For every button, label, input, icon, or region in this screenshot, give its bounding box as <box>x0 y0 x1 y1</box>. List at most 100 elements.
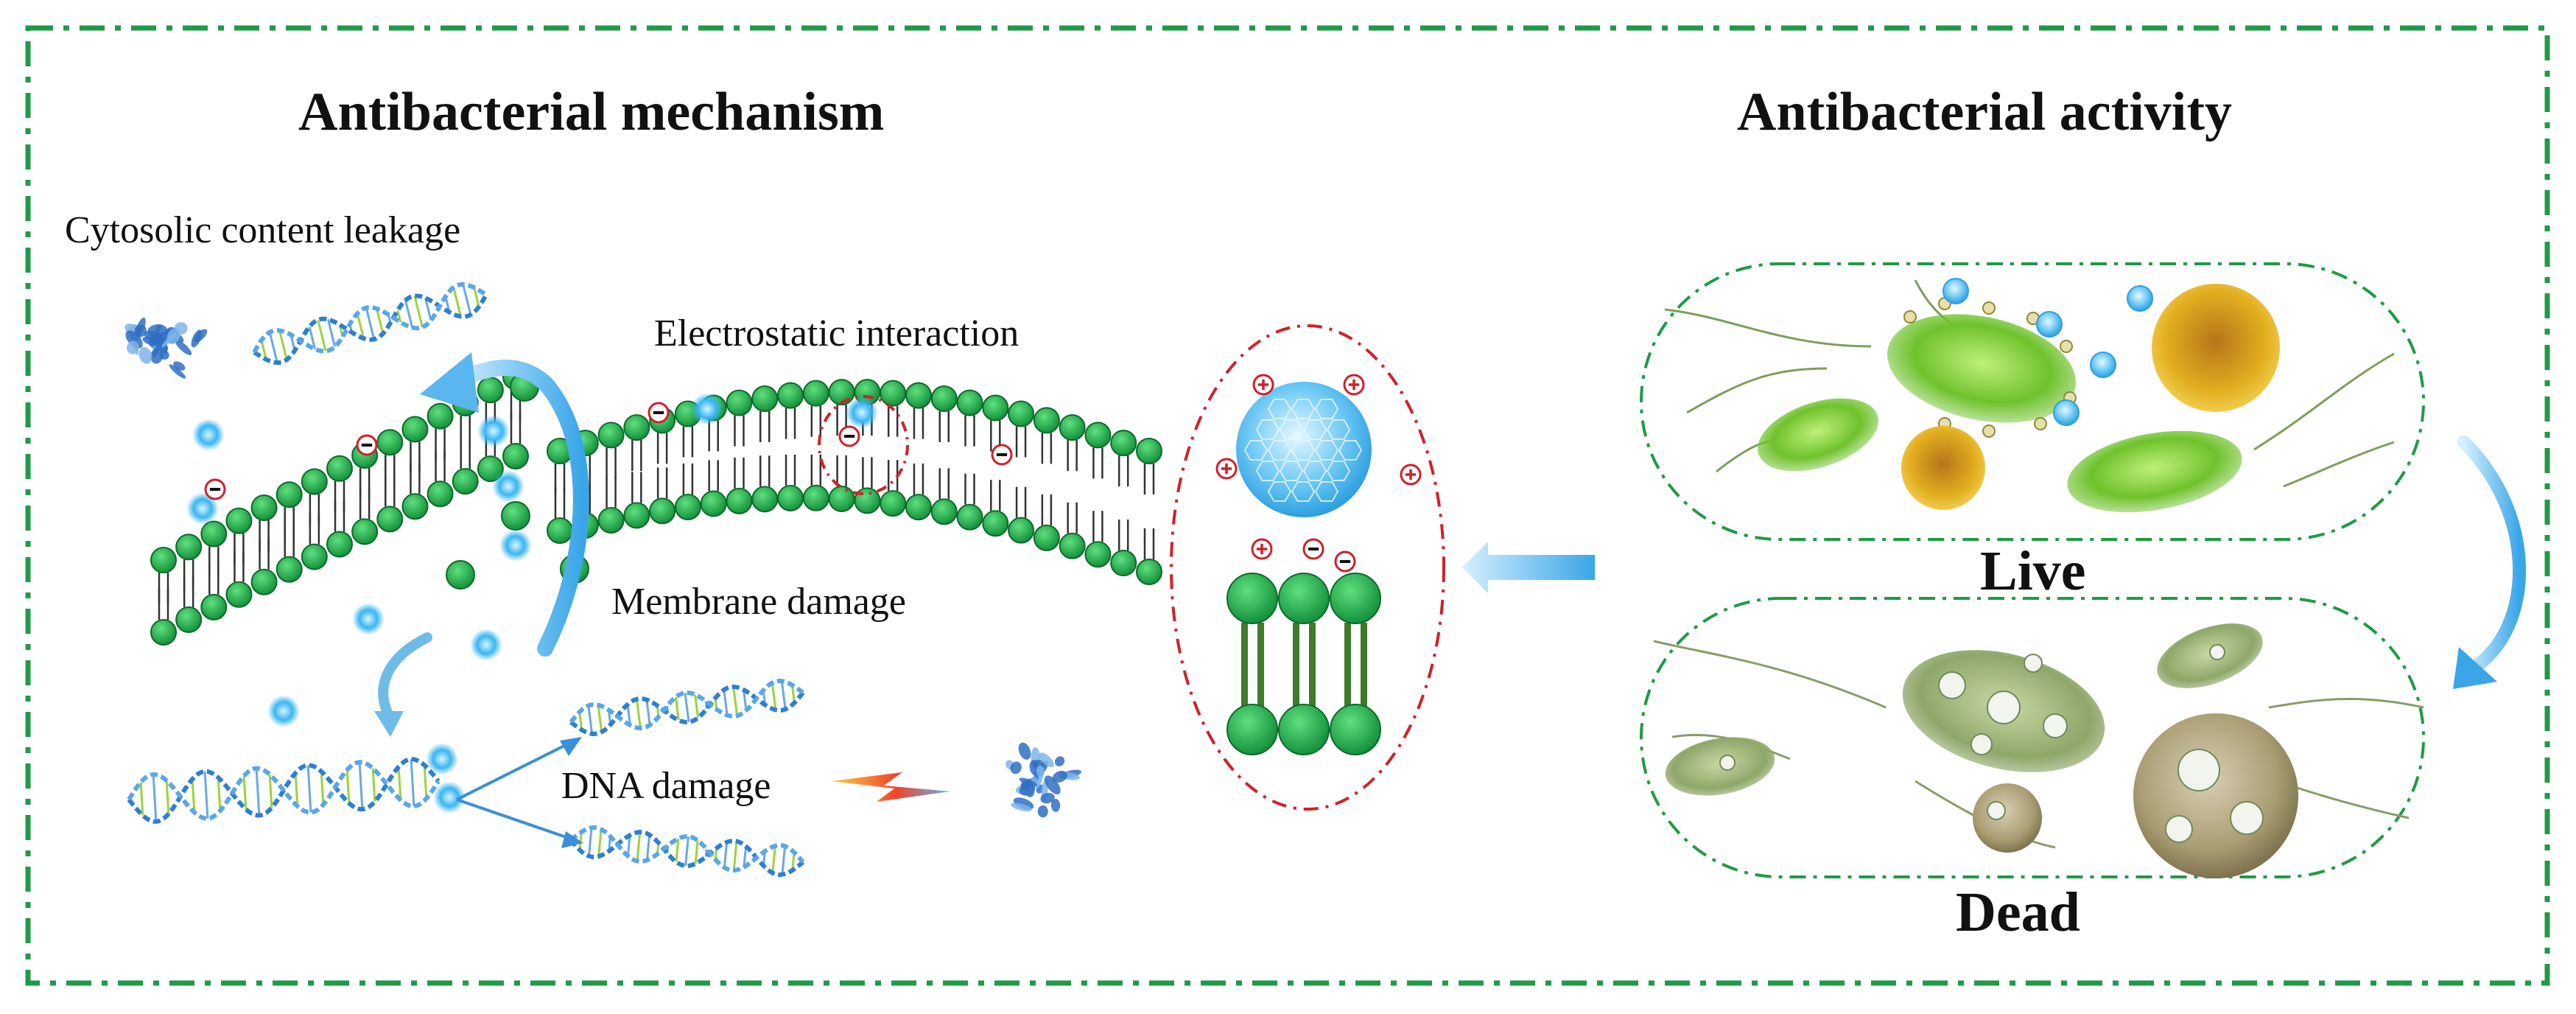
left-panel-title: Antibacterial mechanism <box>298 81 884 144</box>
base-pair <box>321 772 323 805</box>
lipid-head <box>1060 534 1085 559</box>
lipid-head <box>880 381 905 406</box>
base-pair <box>218 777 220 811</box>
lipid-head <box>983 396 1008 421</box>
lipid-head <box>252 570 277 595</box>
zoom-lipid-head <box>1330 573 1380 623</box>
base-pair <box>647 835 649 860</box>
split-arrow-upper <box>457 741 575 800</box>
damaged-gold-nanoparticle-small <box>1973 783 2042 853</box>
dna-fragment-lower <box>571 828 803 875</box>
lipid-head <box>277 482 302 507</box>
lipid-head <box>1008 518 1033 543</box>
lipid-head <box>302 545 327 570</box>
adsorbed-particle <box>2060 340 2072 352</box>
lipid-head <box>599 508 624 533</box>
base-pair <box>724 842 726 867</box>
zoom-lipid-tail <box>1241 623 1248 715</box>
dna-strand <box>129 762 438 818</box>
zoom-lipid-head <box>1330 704 1380 755</box>
flagellum <box>2269 699 2424 707</box>
base-pair <box>734 687 737 716</box>
lipid-head <box>599 422 624 447</box>
membrane-pore <box>2210 645 2225 660</box>
lipid-head <box>906 383 931 408</box>
lipid-head <box>478 377 503 402</box>
membrane-pore <box>2231 802 2263 834</box>
cation <box>691 393 723 425</box>
curved-down-arrow <box>383 637 427 718</box>
cation <box>267 695 300 727</box>
protein-coil <box>1053 755 1067 769</box>
lipid-head <box>829 380 854 405</box>
base-pair <box>636 699 640 728</box>
label-live: Live <box>1980 539 2086 604</box>
lipid-head <box>226 508 251 534</box>
lipid-head <box>277 557 302 582</box>
lipid-head <box>1008 402 1033 427</box>
base-pair <box>599 829 602 856</box>
lipid-head <box>151 548 176 573</box>
base-pair <box>782 846 785 874</box>
right-panel-title: Antibacterial activity <box>1737 81 2232 144</box>
leakage-arrowhead <box>420 352 479 413</box>
lipid-head <box>932 499 957 524</box>
live-bacteria <box>1665 279 2394 525</box>
base-pair <box>359 762 362 809</box>
lipid-head <box>302 469 327 494</box>
adsorbed-particle <box>1983 302 1995 314</box>
base-pair <box>734 842 737 870</box>
membrane-pore <box>1939 672 1965 699</box>
base-pair <box>270 332 277 363</box>
dna-strand <box>254 284 486 352</box>
dna-intact <box>129 759 438 822</box>
membrane-pore <box>1987 691 2020 724</box>
base-pair <box>589 828 592 856</box>
membrane-pore <box>2043 714 2067 738</box>
nanoparticle-on-cell <box>2127 286 2152 311</box>
lipid-head <box>402 416 427 441</box>
lipid-head <box>327 456 352 481</box>
membrane-pore <box>2178 749 2219 791</box>
membrane-pore <box>1971 734 1992 755</box>
lipid-head <box>352 519 377 544</box>
lipid-head <box>983 511 1008 536</box>
lipid-head <box>226 582 251 607</box>
lipid-head <box>327 532 352 557</box>
label-membrane-damage: Membrane damage <box>611 580 906 623</box>
cation <box>477 415 510 447</box>
right-inner-leaflet <box>547 455 1162 584</box>
base-pair <box>357 313 363 338</box>
base-pair <box>205 772 208 819</box>
zoom-lipid-tail <box>1361 623 1367 715</box>
nanoparticle-on-cell <box>2091 352 2116 377</box>
base-pair <box>366 308 374 340</box>
dead-bacteria <box>1654 611 2424 878</box>
detached-lipid <box>502 502 530 530</box>
lipid-head <box>932 386 957 411</box>
lipid-head <box>1085 542 1110 567</box>
zoom-lipid-tail <box>1344 623 1351 715</box>
base-pair <box>399 767 401 800</box>
dna-fragment-upper <box>571 681 803 734</box>
protein-coil <box>1037 805 1048 818</box>
nanoparticle-on-cell <box>1943 279 1968 304</box>
lipid-head <box>958 391 983 416</box>
flagellum <box>1654 641 1886 707</box>
base-pair <box>724 690 727 715</box>
lipid-head <box>151 620 176 645</box>
lipid-head <box>453 469 478 494</box>
lipid-head <box>958 505 983 530</box>
lipid-head <box>906 494 931 520</box>
lipid-head <box>1111 550 1136 576</box>
nanoparticle-on-cell <box>2037 312 2062 337</box>
lipid-head <box>252 495 277 520</box>
adsorbed-particle <box>1904 311 1916 323</box>
lipid-head <box>201 521 226 546</box>
small-gold-nanoparticle <box>1901 426 1985 510</box>
dead-rod-bacterium <box>1661 730 1780 804</box>
label-dna-damage: DNA damage <box>561 764 771 808</box>
lipid-head <box>1137 438 1162 464</box>
base-pair <box>376 309 382 334</box>
